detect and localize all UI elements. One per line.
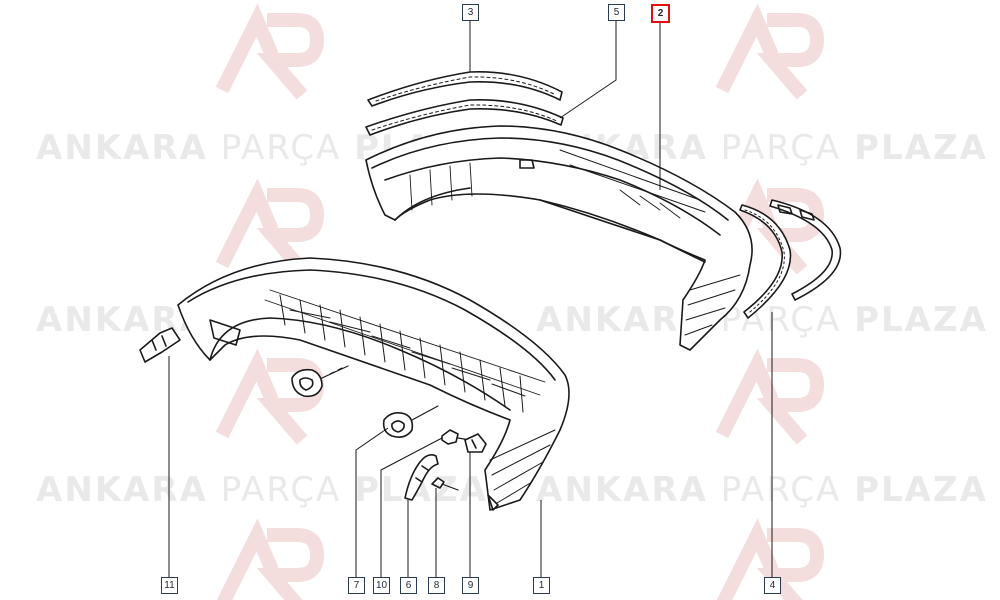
- part-10-nut: [441, 429, 471, 445]
- part-11-bracket: [139, 327, 181, 363]
- part-7-clip-left: [291, 365, 349, 398]
- callout-5[interactable]: 5: [608, 4, 625, 21]
- callout-3[interactable]: 3: [462, 4, 479, 21]
- callout-4[interactable]: 4: [764, 577, 781, 594]
- callout-2-highlighted[interactable]: 2: [651, 4, 670, 23]
- part-6-side-bracket: [404, 454, 439, 501]
- watermark-logo-icon: [716, 518, 825, 600]
- watermark-logo-icon: [715, 3, 825, 100]
- callout-1[interactable]: 1: [533, 577, 550, 594]
- callout-8[interactable]: 8: [428, 577, 445, 594]
- part-7-clip-center: [382, 405, 439, 438]
- leader-line-7: [355, 427, 389, 577]
- callout-11[interactable]: 11: [161, 577, 178, 594]
- callout-6[interactable]: 6: [400, 577, 417, 594]
- watermark-logo-icon: [715, 348, 825, 445]
- part-9-bracket-clip: [464, 433, 487, 453]
- watermark-text: ANKARA PARÇA PLAZA: [536, 470, 988, 510]
- watermark-logo-icon: [216, 518, 325, 600]
- part-8-screw: [431, 477, 459, 491]
- watermark-logo-icon: [215, 178, 325, 275]
- watermark-text: ANKARA PARÇA PLAZA: [36, 470, 488, 510]
- leader-line-5: [559, 19, 617, 119]
- part-4-corner-trim-strip: [739, 199, 842, 319]
- callout-7[interactable]: 7: [348, 577, 365, 594]
- leader-line-10: [380, 437, 443, 577]
- part-5-lower-trim-strip: [365, 99, 564, 136]
- watermark-logo-icon: [215, 3, 325, 100]
- callout-10[interactable]: 10: [373, 577, 390, 594]
- watermark-text: ANKARA PARÇA PLAZA: [536, 300, 988, 340]
- callout-9[interactable]: 9: [462, 577, 479, 594]
- part-2-bumper-cover: [365, 125, 753, 351]
- part-3-upper-trim-strip: [367, 71, 563, 107]
- part-1-bumper-body: [177, 257, 570, 511]
